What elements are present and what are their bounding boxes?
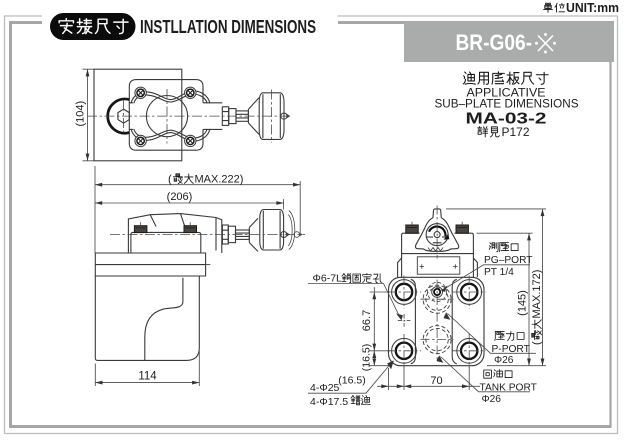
svg-text:UNIT:mm: UNIT:mm [566,1,619,15]
svg-text:(: ( [168,173,172,185]
svg-text:Φ26: Φ26 [494,355,514,366]
svg-text:(16.5): (16.5) [360,344,372,371]
svg-text:66.7: 66.7 [361,310,373,331]
svg-text:BR-G06-: BR-G06- [456,30,533,55]
svg-text:INSTLLATION DIMENSIONS: INSTLLATION DIMENSIONS [140,16,316,37]
svg-text:PG–PORT: PG–PORT [484,255,533,266]
svg-text:P172: P172 [502,125,530,139]
svg-text:P-PORT: P-PORT [492,344,530,355]
svg-text:MA-03-2: MA-03-2 [466,110,547,127]
svg-text:MAX.172): MAX.172) [531,270,543,319]
svg-text:(206): (206) [167,191,193,203]
svg-text:MAX.222): MAX.222) [195,173,244,185]
svg-text:TANK PORT: TANK PORT [480,382,537,393]
svg-text:Φ26: Φ26 [482,394,502,405]
svg-text:APPLICATIVE: APPLICATIVE [467,86,546,100]
svg-text:4-Φ25: 4-Φ25 [310,382,340,394]
svg-text:(16.5): (16.5) [338,374,365,386]
svg-text:(145): (145) [516,290,528,316]
svg-text:Φ6-7L: Φ6-7L [313,272,343,284]
svg-text:4-Φ17.5: 4-Φ17.5 [310,396,348,408]
svg-text:PT 1/4: PT 1/4 [484,267,514,278]
svg-text:SUB–PLATE DIMENSIONS: SUB–PLATE DIMENSIONS [435,97,579,111]
svg-text:70: 70 [430,375,442,387]
svg-text:114: 114 [138,371,157,383]
svg-text:(: ( [531,341,543,345]
svg-text:(104): (104) [74,101,86,127]
